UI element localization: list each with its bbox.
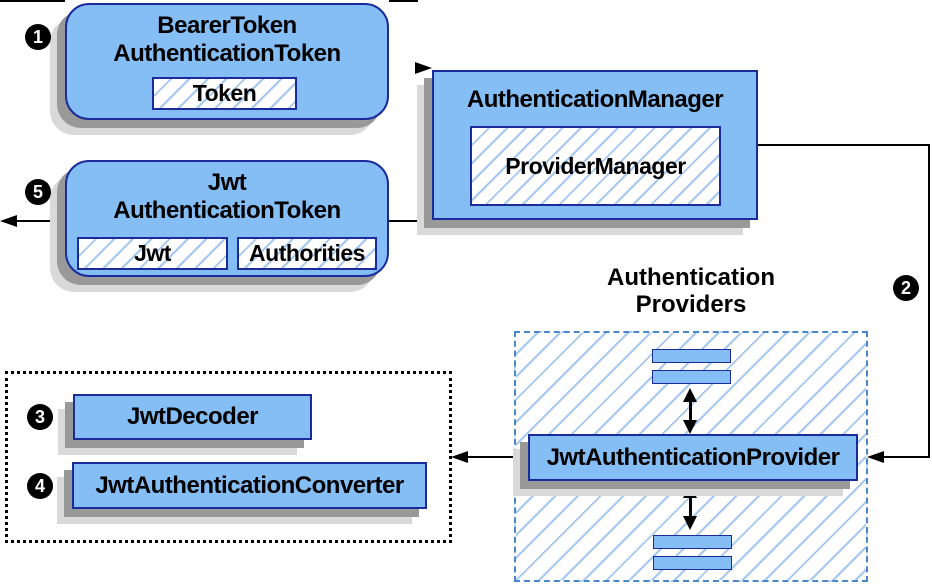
arrow-shaft: [688, 496, 692, 518]
provider-placeholder-bar: [652, 370, 731, 384]
jwt-token-title-line1: Jwt: [207, 169, 247, 196]
bearer-token-title-line1: BearerToken: [157, 12, 297, 39]
jwt-authentication-provider-title: JwtAuthenticationProvider: [546, 443, 840, 471]
jwt-token-title-line2: AuthenticationToken: [113, 197, 341, 224]
arrow-down-icon: [683, 420, 697, 434]
double-arrow-icon: [683, 484, 697, 530]
jwt-label: Jwt: [134, 240, 171, 266]
step-badge-3: 3: [27, 404, 53, 430]
jwt-authentication-provider-node: JwtAuthenticationProvider: [528, 434, 858, 481]
authorities-label: Authorities: [249, 240, 365, 266]
token-field: Token: [152, 77, 297, 110]
arrow-up-icon: [683, 388, 697, 402]
step-badge-4: 4: [27, 473, 53, 499]
jwt-authentication-converter-title: JwtAuthenticationConverter: [95, 471, 404, 499]
provider-manager-field: ProviderManager: [470, 126, 721, 206]
authentication-providers-label-line1: Authentication: [607, 264, 775, 291]
jwt-field: Jwt: [77, 237, 228, 270]
authentication-providers-label-line2: Providers: [635, 291, 747, 318]
bearer-to-manager-arrowhead-icon: [415, 62, 432, 74]
arrow-down-icon: [683, 516, 697, 530]
step-badge-2: 2: [893, 275, 919, 301]
token-label: Token: [192, 80, 257, 106]
manager-to-provider-line-vertical: [928, 144, 930, 458]
outgoing-result-arrowhead-icon: [0, 215, 17, 227]
authentication-providers-label: Authentication Providers: [515, 264, 867, 318]
provider-placeholder-bar: [653, 535, 732, 549]
authorities-field: Authorities: [237, 237, 377, 270]
manager-to-provider-line-top: [758, 144, 930, 146]
outgoing-result-line: [14, 220, 65, 222]
manager-to-provider-line-bottom: [882, 456, 930, 458]
bearer-token-title-line2: AuthenticationToken: [113, 40, 341, 67]
jwt-decoder-node: JwtDecoder: [73, 394, 312, 440]
provider-placeholder-bar: [652, 349, 731, 363]
arrow-shaft: [688, 400, 692, 422]
jwt-authentication-converter-node: JwtAuthenticationConverter: [72, 462, 427, 509]
provider-placeholder-bar: [653, 556, 732, 570]
incoming-request-line: [0, 0, 65, 2]
provider-manager-label: ProviderManager: [505, 152, 686, 179]
step-badge-5: 5: [25, 179, 51, 205]
jwt-decoder-title: JwtDecoder: [126, 403, 259, 430]
authentication-manager-title: AuthenticationManager: [466, 86, 724, 113]
bearer-to-manager-line: [389, 0, 418, 2]
arrow-up-icon: [683, 484, 697, 498]
provider-to-decoder-line: [466, 456, 528, 458]
into-provider-arrowhead-icon: [867, 451, 884, 463]
provider-to-decoder-arrowhead-icon: [451, 451, 468, 463]
double-arrow-icon: [683, 388, 697, 434]
manager-to-jwt-token-line: [389, 220, 433, 222]
step-badge-1: 1: [25, 24, 51, 50]
